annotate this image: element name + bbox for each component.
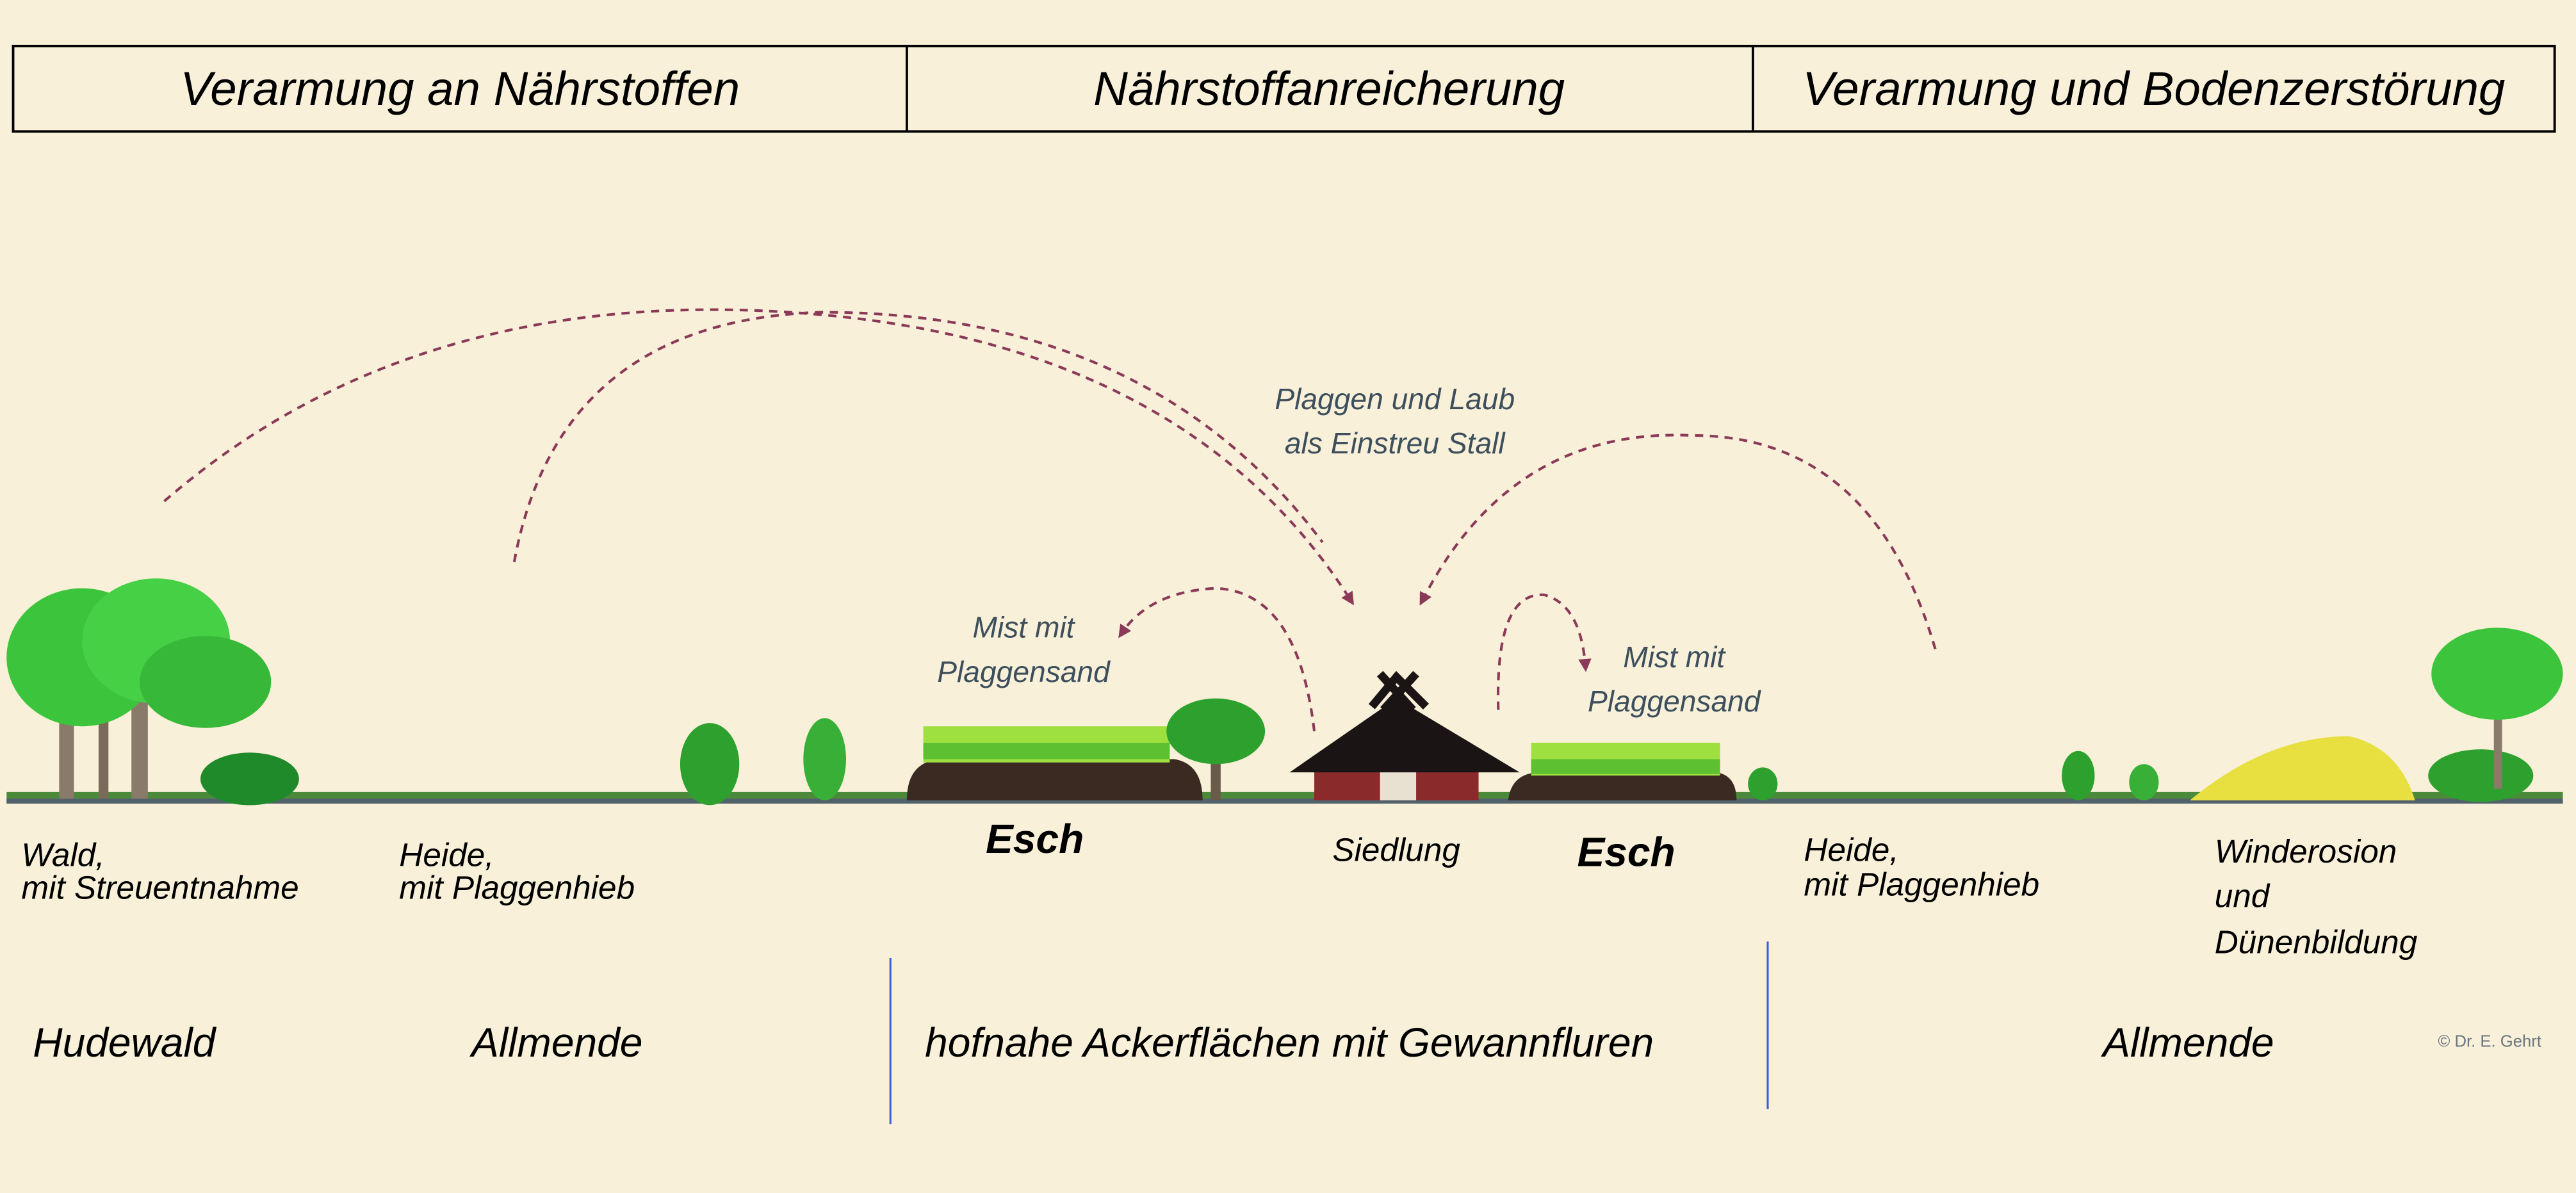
header-section-nutrient-enrichment: Nährstoffanreicherung [1093, 62, 1565, 115]
note-mist-left-line2: Plaggensand [937, 655, 1111, 688]
arrow-heide-to-stall [512, 311, 1324, 562]
forest-trees-icon [6, 578, 299, 806]
copyright-notice: © Dr. E. Gehrt [2438, 1033, 2541, 1051]
ground-line [6, 791, 2563, 804]
note-mist-right-line2: Plaggensand [1588, 685, 1761, 718]
label-winderosion-line3: Dünenbildung [2215, 923, 2418, 960]
label-heide-left-line1: Heide, [399, 836, 494, 873]
label-winderosion-line2: und [2215, 877, 2270, 914]
esch-field-right-icon [1508, 742, 1737, 800]
note-plaggen-laub: Plaggen und Laub [1275, 382, 1515, 416]
zone-ackerflaechen: hofnahe Ackerflächen mit Gewannfluren [925, 1019, 1654, 1066]
zone-allmende-left: Allmende [469, 1019, 642, 1066]
arrow-mist-right [1496, 593, 1592, 710]
label-esch-right: Esch [1577, 829, 1675, 875]
zone-allmende-right: Allmende [2100, 1019, 2274, 1066]
label-heide-right-line2: mit Plaggenhieb [1804, 866, 2039, 903]
label-esch-left: Esch [986, 816, 1084, 862]
label-wald-line1: Wald, [21, 836, 104, 873]
label-heide-left-line2: mit Plaggenhieb [399, 870, 635, 906]
note-mist-right-line1: Mist mit [1623, 640, 1726, 674]
label-wald-line2: mit Streuentnahme [21, 870, 298, 906]
header-section-soil-destruction: Verarmung und Bodenzerstörung [1802, 62, 2505, 115]
arrow-mist-left [1118, 587, 1316, 732]
esch-field-left-icon [906, 698, 1266, 800]
note-mist-left-line1: Mist mit [973, 611, 1076, 644]
label-winderosion-line1: Winderosion [2215, 833, 2397, 870]
heath-shrubs-icon [680, 718, 2159, 806]
farmhouse-icon [1289, 670, 1520, 800]
arrow-heide-right-to-stall [1419, 434, 1937, 650]
dune-icon [2190, 628, 2563, 802]
zone-hudewald: Hudewald [33, 1019, 216, 1066]
label-siedlung: Siedlung [1332, 832, 1460, 868]
arrow-wald-to-stall [163, 308, 1354, 606]
header-section-nutrient-depletion: Verarmung an Nährstoffen [180, 62, 740, 115]
nutrient-flow-arrows [163, 308, 1937, 732]
note-einstreu-stall: als Einstreu Stall [1285, 426, 1506, 460]
header-bar: Verarmung an Nährstoffen Nährstoffanreic… [12, 44, 2556, 133]
label-heide-right-line1: Heide, [1804, 832, 1898, 868]
